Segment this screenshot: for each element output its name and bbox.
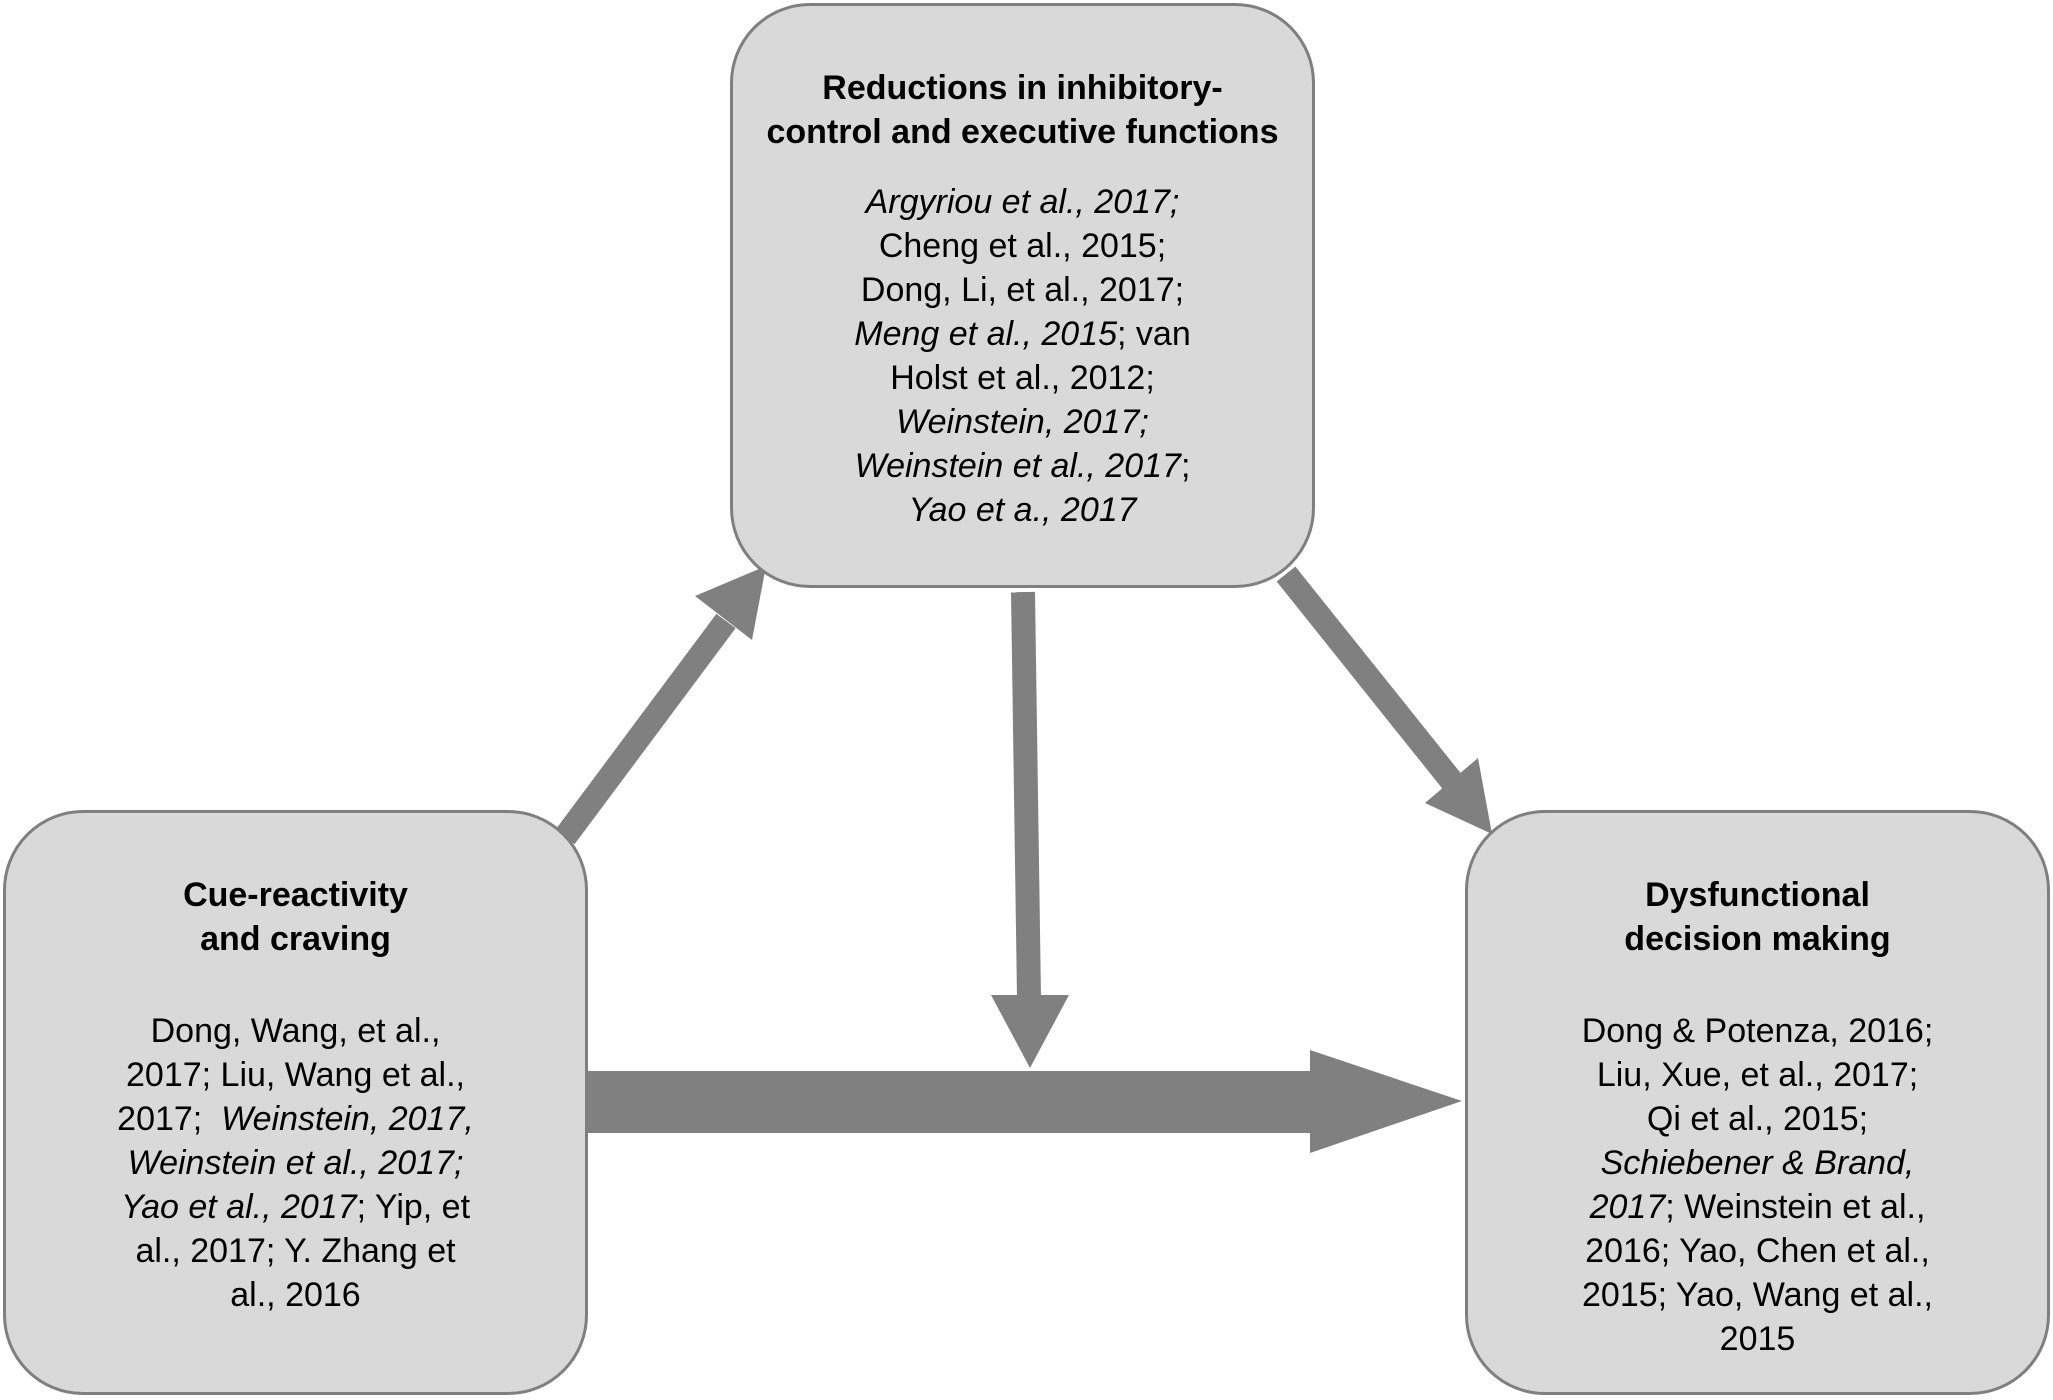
title-line: Reductions in inhibitory- [822,69,1223,107]
reference: al., 2017; Y. Zhang et [135,1232,456,1270]
reference: Weinstein et al., 2017; [127,1144,464,1182]
reference: Argyriou et al., 2017; [865,183,1180,221]
arrow-cue-to-inhibitory-group [555,566,766,845]
reference: Qi et al., 2015; [1646,1100,1869,1138]
reference: ; Yip, et [356,1188,471,1226]
title-line: control and executive functions [766,113,1279,151]
reference: Weinstein, 2017; [896,403,1149,441]
title-line: Dysfunctional [1645,876,1870,914]
title-line: Cue-reactivity [183,876,408,914]
decision-making-title: Dysfunctional decision making [1508,873,2007,961]
reference: 2015 [1719,1320,1796,1358]
arrow-inhibitory-to-decision [1276,566,1492,834]
decision-making-references: Dong & Potenza, 2016; Liu, Xue, et al., … [1508,1009,2007,1361]
arrow-cue-to-decision [588,1050,1462,1153]
inhibitory-control-title: Reductions in inhibitory- control and ex… [753,66,1292,154]
cue-reactivity-box: Cue-reactivity and craving Dong, Wang, e… [3,810,588,1395]
reference: ; van [1117,315,1191,353]
reference: 2017; Liu, Wang et al., [126,1056,465,1094]
reference: ; [1180,447,1191,485]
cue-reactivity-title: Cue-reactivity and craving [36,873,555,961]
arrow-inhibitory-to-link [991,591,1069,1068]
reference: Yao et al., 2017 [120,1188,357,1226]
reference: Dong, Wang, et al., [150,1012,441,1050]
reference: Dong & Potenza, 2016; [1581,1012,1934,1050]
reference: Holst et al., 2012; [890,359,1155,397]
reference: Schiebener & Brand, [1600,1144,1915,1182]
reference: Meng et al., 2015 [854,315,1118,353]
reference: 2016; Yao, Chen et al., [1585,1232,1930,1270]
reference: Yao et a., 2017 [908,491,1137,529]
reference: Weinstein et al., 2017 [854,447,1181,485]
inhibitory-control-box: Reductions in inhibitory- control and ex… [730,3,1315,588]
decision-making-box: Dysfunctional decision making Dong & Pot… [1465,810,2050,1395]
reference: 2015; Yao, Wang et al., [1582,1276,1933,1314]
reference: Dong, Li, et al., 2017; [860,271,1185,309]
title-line: decision making [1624,920,1891,958]
reference: Weinstein, 2017, [221,1100,474,1138]
reference: ; Weinstein et al., [1665,1188,1926,1226]
reference: Cheng et al., 2015; [878,227,1167,265]
reference: Liu, Xue, et al., 2017; [1596,1056,1919,1094]
inhibitory-control-references: Argyriou et al., 2017; Cheng et al., 201… [753,180,1292,532]
reference: 2017 [1589,1188,1666,1226]
reference: al., 2016 [230,1276,361,1314]
title-line: and craving [200,920,391,958]
reference: 2017; [117,1100,222,1138]
cue-reactivity-references: Dong, Wang, et al., 2017; Liu, Wang et a… [36,1009,555,1317]
